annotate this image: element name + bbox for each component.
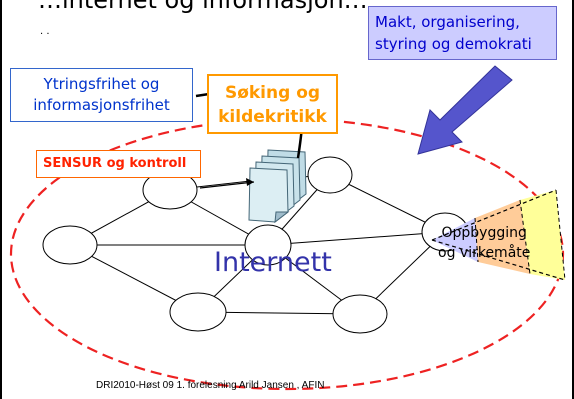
network-edge xyxy=(267,231,446,246)
slide-border-right xyxy=(572,0,574,399)
ytringsfrihet-label-box: Ytringsfrihet og informasjonsfrihet xyxy=(10,68,193,122)
ytring-label-line1: Ytringsfrihet og xyxy=(43,75,160,93)
arrowhead xyxy=(246,178,254,186)
slide-footer: DRI2010-Høst 09 1. forelesning Arild Jan… xyxy=(96,380,325,391)
ytring-label-line2: informasjonsfrihet xyxy=(33,96,170,114)
network-node xyxy=(332,294,388,334)
internett-label: Internett xyxy=(214,247,332,278)
oppbygging-label: Oppbygging og virkemåte xyxy=(438,223,530,263)
sensur-label-box: SENSUR og kontroll xyxy=(36,150,201,178)
soking-label-line2: kildekritikk xyxy=(218,107,327,127)
soking-label-line1: Søking og xyxy=(224,83,321,103)
network-node xyxy=(42,225,98,265)
connector-sensur-to-documents xyxy=(199,181,255,189)
document-stack-icon xyxy=(248,149,307,224)
makt-arrow xyxy=(417,65,513,155)
network-node xyxy=(307,156,353,194)
slide-border-left xyxy=(0,0,2,399)
oppbygging-label-line1: Oppbygging xyxy=(441,225,527,241)
slide-title-fragment: …internet og informasjon… xyxy=(38,0,368,14)
oppbygging-label-line2: og virkemåte xyxy=(438,245,531,261)
makt-label-box: Makt, organisering, styring og demokrati xyxy=(368,6,557,60)
network-node xyxy=(169,292,227,332)
oppbygging-wedge xyxy=(431,189,566,281)
bullet-dots: . . xyxy=(40,26,50,37)
network-node xyxy=(244,224,292,266)
sensur-label: SENSUR og kontroll xyxy=(43,156,187,171)
makt-label-line1: Makt, organisering, xyxy=(375,13,520,31)
soking-label-box: Søking og kildekritikk xyxy=(207,74,338,134)
makt-label-line2: styring og demokrati xyxy=(375,35,532,53)
